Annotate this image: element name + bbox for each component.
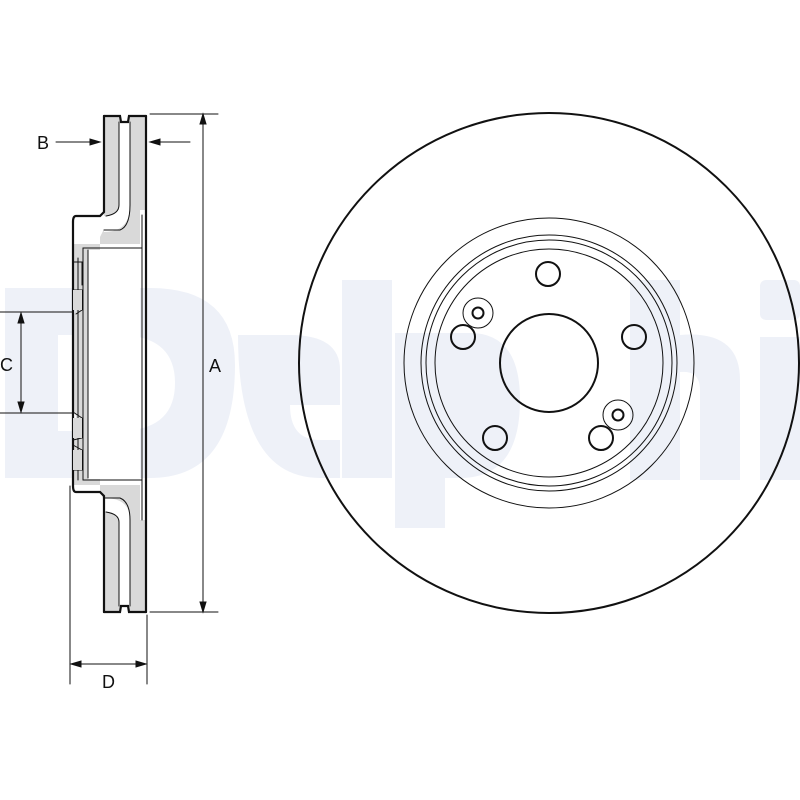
dimension-label-d: D (102, 672, 115, 692)
front-view (298, 112, 800, 614)
dimension-lines (0, 112, 219, 685)
dimension-label-b: B (37, 133, 50, 153)
dimension-label-c: C (0, 355, 13, 375)
side-section-view (71, 114, 148, 614)
dimension-label-a: A (209, 356, 222, 376)
